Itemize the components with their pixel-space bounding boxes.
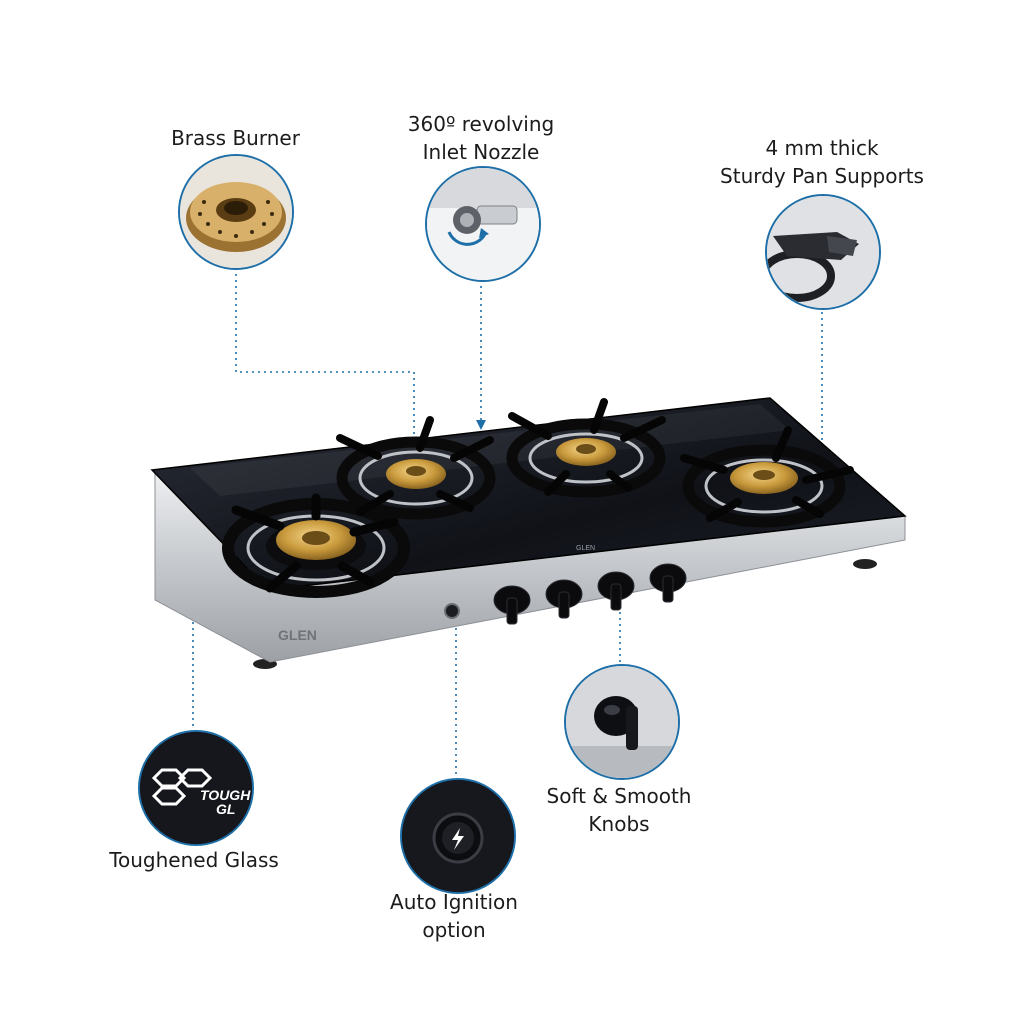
brass-burner-icon (180, 156, 292, 268)
bubble-knobs (564, 664, 680, 780)
bubble-pan-supports (765, 194, 881, 310)
hexagon-glass-icon: TOUGH GL (140, 732, 252, 844)
bubble-toughened-glass: TOUGH GL (138, 730, 254, 846)
pan-supports-text-1: 4 mm thick (765, 136, 879, 160)
auto-ignition-text-2: option (422, 918, 486, 942)
label-knobs: Soft & Smooth Knobs (524, 782, 714, 838)
bubble-inlet-nozzle (425, 166, 541, 282)
inlet-nozzle-text-1: 360º revolving (407, 112, 555, 136)
bubble-brass-burner (178, 154, 294, 270)
bubble-auto-ignition (400, 778, 516, 894)
ignition-icon (402, 780, 514, 892)
toughened-glass-text: Toughened Glass (109, 848, 279, 872)
burner-right (680, 426, 854, 528)
label-toughened-glass: Toughened Glass (94, 846, 294, 874)
glass-badge-text-1: TOUGH (200, 787, 251, 803)
arrow-nozzle (476, 420, 486, 430)
label-auto-ignition: Auto Ignition option (364, 888, 544, 944)
auto-ignition-text-1: Auto Ignition (390, 890, 518, 914)
control-knobs (493, 563, 687, 625)
burner-back-middle (506, 398, 666, 498)
glass-brand-label: GLEN (576, 545, 595, 552)
brass-burner-text: Brass Burner (171, 126, 300, 150)
front-brand-label: GLEN (278, 627, 317, 643)
knob-icon (566, 666, 678, 778)
knobs-text-2: Knobs (588, 812, 650, 836)
leader-brass-burner (235, 262, 415, 448)
lightning-icon (452, 828, 464, 850)
pan-support-icon (767, 196, 879, 308)
burner-front-left (222, 493, 410, 598)
inlet-nozzle-text-2: Inlet Nozzle (422, 140, 540, 164)
nozzle-icon (427, 168, 539, 280)
glass-badge-text-2: GL (216, 801, 235, 817)
label-inlet-nozzle: 360º revolving Inlet Nozzle (380, 110, 582, 166)
label-brass-burner: Brass Burner (158, 124, 313, 152)
ignition-button-on-stove (444, 603, 460, 619)
pan-supports-text-2: Sturdy Pan Supports (720, 164, 924, 188)
label-pan-supports: 4 mm thick Sturdy Pan Supports (702, 134, 942, 190)
knobs-text-1: Soft & Smooth (546, 784, 692, 808)
burner-back-left (336, 416, 496, 520)
